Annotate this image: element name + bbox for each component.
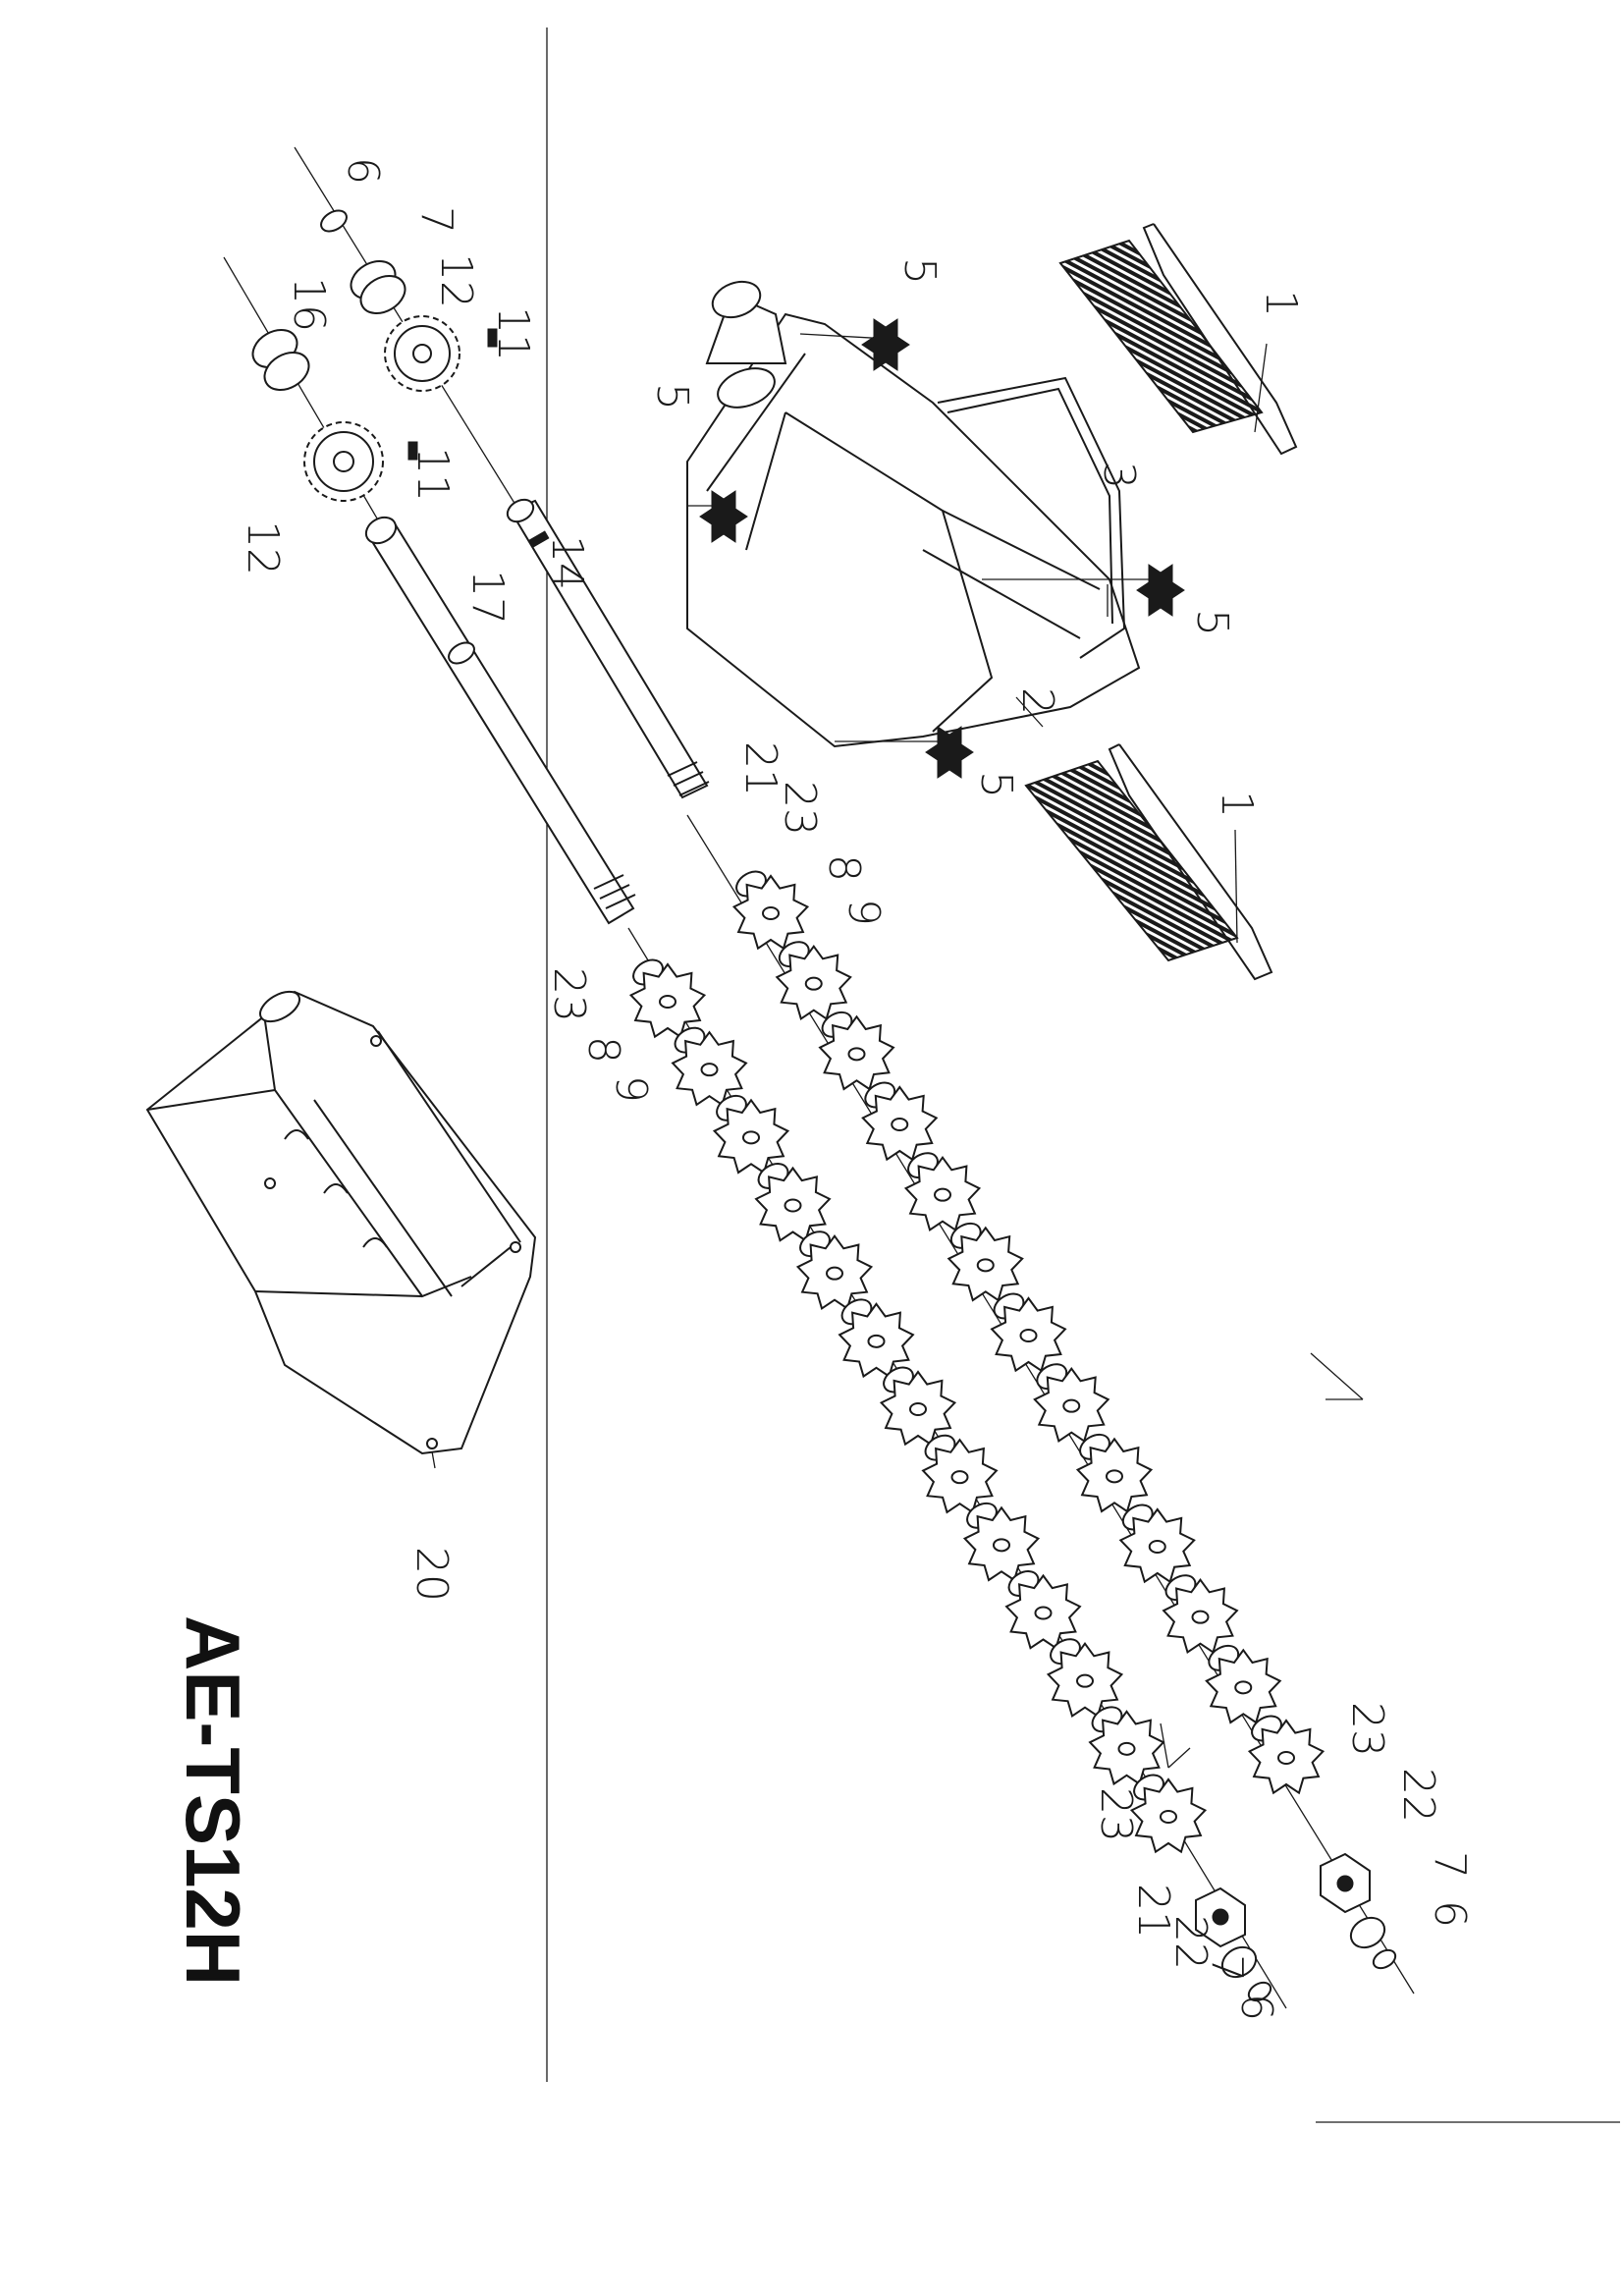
cutter-blades-upper xyxy=(731,870,1325,1795)
callout-11-lower: 11 xyxy=(407,447,458,502)
upper-cutter-hole xyxy=(1148,1540,1166,1554)
upper-cutter-hole xyxy=(804,976,823,991)
retaining-ring-part-6-lower-end xyxy=(1247,1981,1272,2002)
callout-16: 16 xyxy=(284,277,334,332)
upper-cutter-hole xyxy=(934,1187,951,1202)
callout-20: 20 xyxy=(406,1547,457,1602)
callout-17: 17 xyxy=(462,570,513,625)
hopper-housing-part-2 xyxy=(686,280,1141,748)
upper-cutter-hole xyxy=(1019,1329,1038,1342)
knob-part-5-c xyxy=(982,564,1185,617)
callout-5-left: 5 xyxy=(647,383,697,410)
callout-22-upper: 22 xyxy=(1393,1768,1443,1823)
upper-cutter-hole xyxy=(1234,1680,1253,1695)
callout-labels: 1 1 3 2 5 5 5 5 6 7 12 11 16 11 12 14 17… xyxy=(238,157,1475,2021)
retaining-ring-part-6-upper-end xyxy=(1372,1948,1397,1970)
callout-7-upper-end: 7 xyxy=(1425,1851,1475,1879)
knob-part-5-d xyxy=(835,726,974,779)
upper-cutter-hole xyxy=(1191,1610,1210,1624)
retaining-ring-part-6-upper xyxy=(320,209,348,233)
callout-2: 2 xyxy=(1012,687,1062,715)
gear-part-12-lower xyxy=(303,421,384,502)
callout-11-upper: 11 xyxy=(488,306,538,361)
bushing-part-7-upper xyxy=(350,260,406,314)
lower-cutter-hole xyxy=(1117,1741,1136,1756)
upper-cutter-hole xyxy=(891,1118,909,1131)
callout-9-upper: 9 xyxy=(839,899,889,926)
base-housing-part-20 xyxy=(145,990,537,1455)
callout-3: 3 xyxy=(1094,462,1144,489)
lower-cutter-hole xyxy=(659,995,676,1009)
callout-6-lower-end: 6 xyxy=(1231,1994,1281,2021)
nut-part-22-upper xyxy=(1320,1852,1371,1914)
callout-7-top: 7 xyxy=(411,206,461,234)
upper-cutter-hole xyxy=(976,1258,995,1273)
lower-cutter-hole xyxy=(1076,1673,1094,1688)
callout-1-lower: 1 xyxy=(1212,791,1262,818)
callout-14: 14 xyxy=(542,535,592,590)
upper-cutter-hole xyxy=(1106,1469,1123,1484)
pin-part-11-upper xyxy=(487,328,498,348)
cutter-blades-lower xyxy=(628,958,1208,1854)
knob-part-5-b xyxy=(687,490,748,543)
lower-cutter-hole xyxy=(993,1538,1010,1553)
knob-part-5-a xyxy=(799,318,910,371)
lower-cutter-hole xyxy=(784,1198,802,1213)
lower-cutter-hole xyxy=(700,1063,719,1077)
shaft-part-14 xyxy=(506,498,710,799)
comb-part-1-upper xyxy=(1058,223,1298,456)
lower-cutter-hole xyxy=(742,1130,760,1145)
callout-5-top: 5 xyxy=(894,257,945,285)
callout-23-upper-end: 23 xyxy=(1342,1702,1392,1757)
shaft-part-17 xyxy=(364,516,636,925)
callout-5-right: 5 xyxy=(1187,609,1237,636)
lower-cutter-hole xyxy=(950,1470,969,1485)
callout-21-lower: 21 xyxy=(1128,1884,1178,1939)
lower-cutter-hole xyxy=(909,1402,927,1416)
washer-part-7-upper-end xyxy=(1349,1916,1386,1949)
model-title: AE-TS12H xyxy=(170,1615,256,1986)
upper-cutter-hole xyxy=(762,906,780,920)
comb-part-1-lower xyxy=(1024,743,1273,981)
lower-cutter-hole xyxy=(826,1266,843,1281)
gear-part-12-upper xyxy=(384,315,460,392)
callout-9-lower: 9 xyxy=(606,1075,656,1103)
callout-8-lower: 8 xyxy=(578,1036,628,1064)
callout-23-lower-end: 23 xyxy=(1091,1787,1141,1842)
callout-6-top: 6 xyxy=(338,157,388,185)
lower-cutter-hole xyxy=(1160,1810,1177,1824)
leader-lines xyxy=(431,343,1364,1769)
pin-part-11-lower xyxy=(407,441,418,461)
nut-part-22-lower xyxy=(1195,1886,1246,1948)
callout-8-upper: 8 xyxy=(819,854,869,882)
callout-1-upper: 1 xyxy=(1256,290,1306,317)
bushing-part-16 xyxy=(251,329,310,391)
upper-cutter-hole xyxy=(1277,1751,1295,1765)
callout-7-lower-end: 7 xyxy=(1202,1954,1252,1982)
callout-21-upper: 21 xyxy=(735,741,785,796)
callout-6-upper-end: 6 xyxy=(1425,1900,1475,1928)
upper-cutter-hole xyxy=(847,1047,866,1062)
callout-12-lower: 12 xyxy=(238,520,288,575)
upper-cutter-hole xyxy=(1062,1398,1081,1413)
callout-23-lower-start: 23 xyxy=(544,967,594,1022)
washer-part-7-lower-end xyxy=(1220,1945,1258,1979)
lower-cutter-hole xyxy=(1034,1606,1053,1620)
callout-5-bottom: 5 xyxy=(971,771,1021,798)
lower-cutter-hole xyxy=(867,1334,886,1348)
callout-12-upper: 12 xyxy=(431,253,481,308)
callout-22-lower: 22 xyxy=(1165,1915,1216,1970)
callout-23-upper-start: 23 xyxy=(775,781,825,836)
hopper-tray-part-3 xyxy=(937,376,1126,659)
